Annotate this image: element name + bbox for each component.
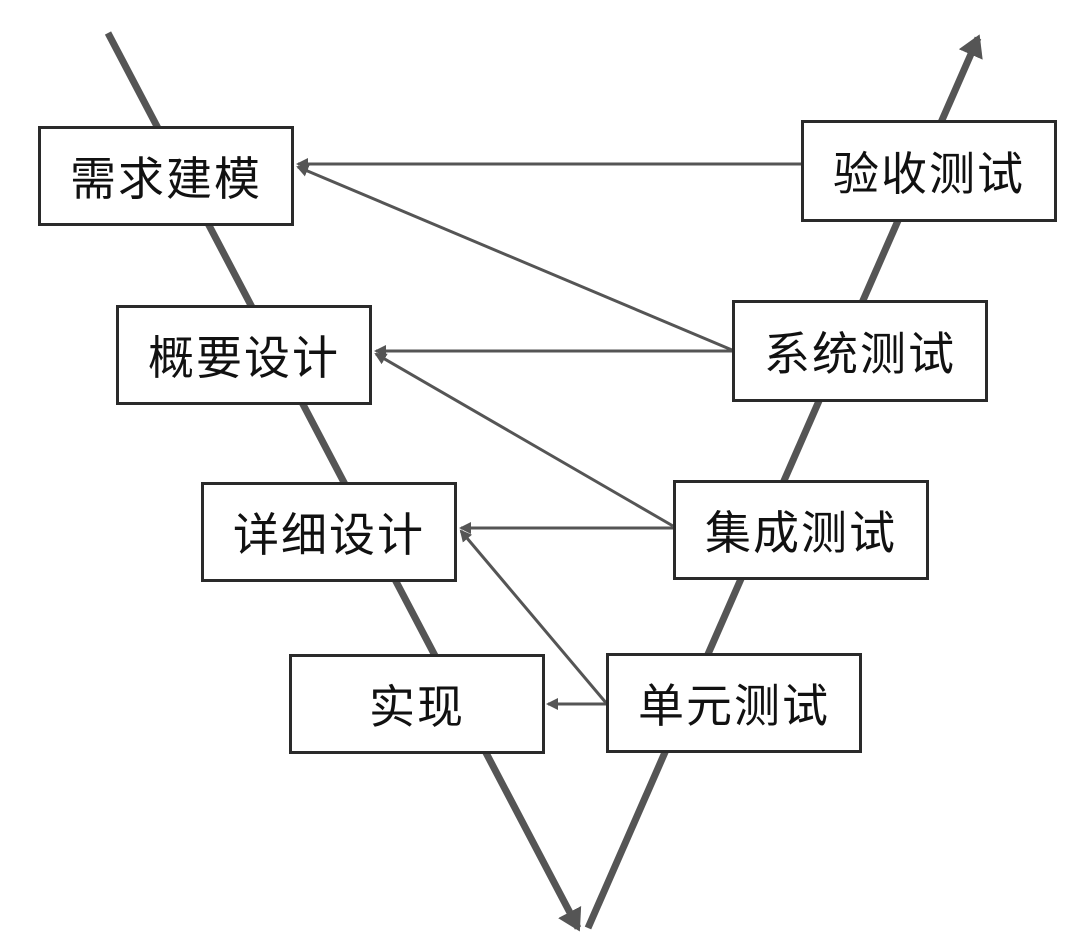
stage-label: 概要设计 <box>148 331 340 385</box>
stage-box-unit-testing: 单元测试 <box>606 653 862 753</box>
arrow-unit-to-detail <box>459 529 609 705</box>
stage-box-requirements-modeling: 需求建模 <box>38 126 294 226</box>
stage-label: 验收测试 <box>833 147 1025 201</box>
stage-box-outline-design: 概要设计 <box>116 305 372 405</box>
stage-box-system-testing: 系统测试 <box>732 300 988 402</box>
stage-box-acceptance-testing: 验收测试 <box>801 120 1057 222</box>
arrow-system-to-requirements <box>296 165 733 352</box>
stage-label: 需求建模 <box>70 152 262 206</box>
stage-box-detailed-design: 详细设计 <box>201 482 457 582</box>
arrow-integration-to-outline <box>374 352 674 528</box>
stage-label: 单元测试 <box>638 679 830 733</box>
stage-box-integration-testing: 集成测试 <box>673 480 929 580</box>
stage-label: 实现 <box>369 680 465 734</box>
stage-label: 集成测试 <box>705 506 897 560</box>
stage-box-implementation: 实现 <box>289 654 545 754</box>
stage-label: 详细设计 <box>233 508 425 562</box>
stage-label: 系统测试 <box>764 327 956 381</box>
